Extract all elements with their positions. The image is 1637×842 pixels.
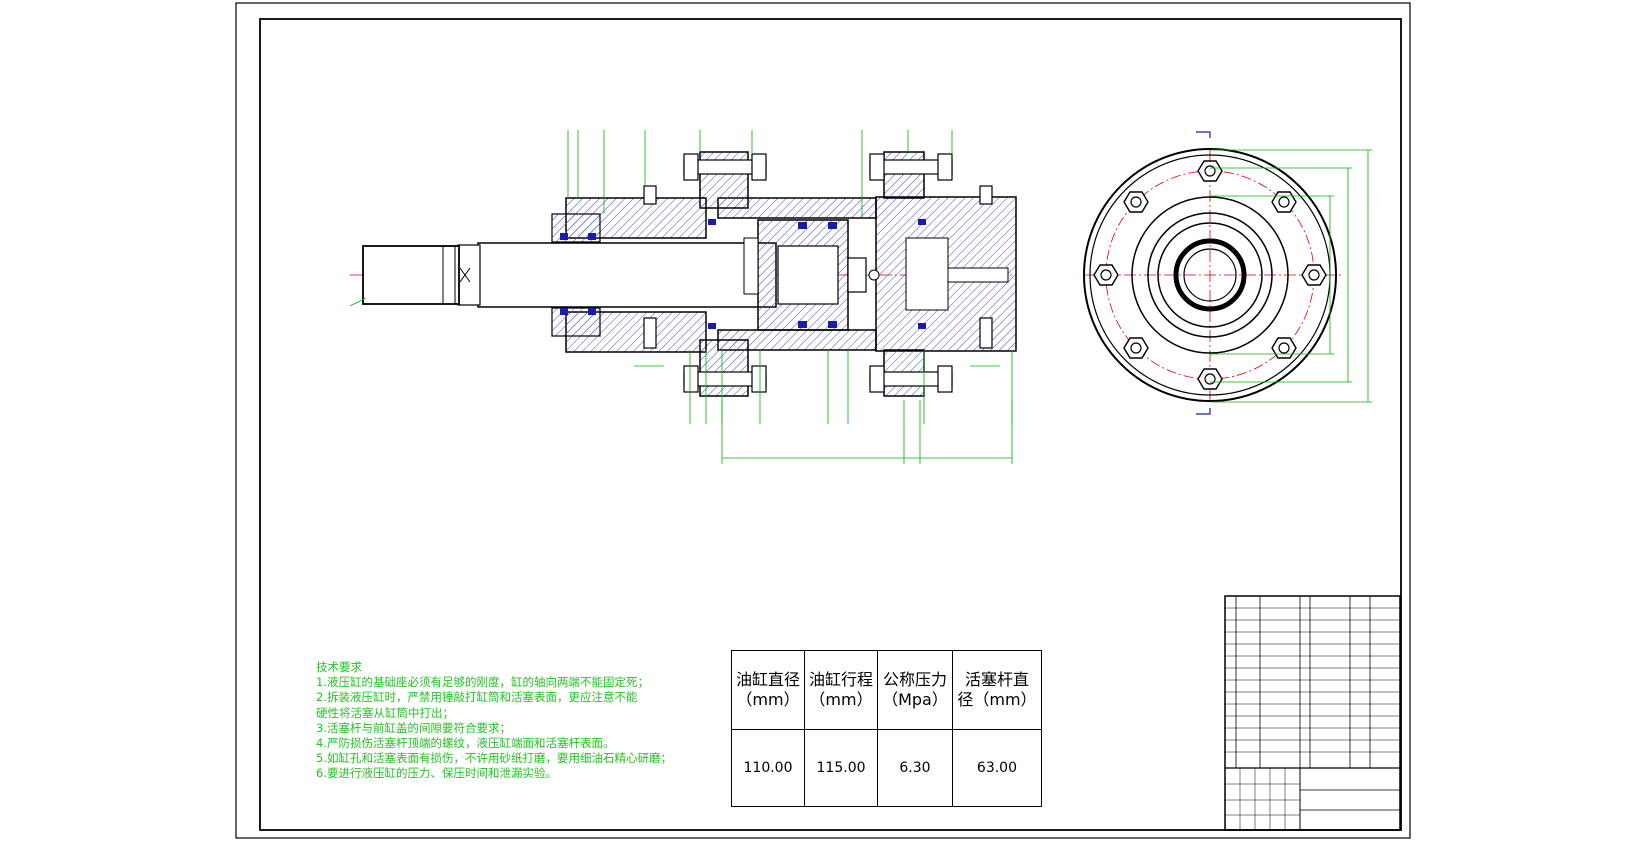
spec-value-cell: 115.00 <box>804 729 879 807</box>
spec-value-cell: 63.00 <box>951 729 1043 807</box>
spec-header-row: 油缸直径（mm） 油缸行程（mm） 公称压力（Mpa） 活塞杆直径（mm） <box>730 650 1043 730</box>
note-line: 2.拆装液压缸时，严禁用锤敲打缸筒和活塞表面，更应注意不能 <box>316 690 638 705</box>
spec-header-cell: 油缸行程（mm） <box>804 650 879 730</box>
side-view <box>1083 131 1372 415</box>
notes-title: 技术要求 <box>316 660 362 674</box>
inner-border <box>259 18 1402 831</box>
note-line: 1.液压缸的基础座必须有足够的刚度，缸的轴向两端不能固定死； <box>316 675 649 690</box>
spec-header-cell: 公称压力（Mpa） <box>877 650 953 730</box>
note-line: 6.要进行液压缸的压力、保压时间和泄漏实验。 <box>316 766 557 781</box>
note-line: 4.严防损伤活塞杆顶端的螺纹，液压缸端面和活塞杆表面。 <box>316 736 615 751</box>
rear-flange <box>883 151 925 199</box>
spec-header-cell: 活塞杆直径（mm） <box>951 650 1043 730</box>
section-view <box>349 130 1017 464</box>
rod-end <box>362 245 460 305</box>
spec-value-cell: 6.30 <box>877 729 953 807</box>
spec-table: 油缸直径（mm） 油缸行程（mm） 公称压力（Mpa） 活塞杆直径（mm） 11… <box>730 650 1043 807</box>
piston-rod <box>477 242 777 308</box>
title-block <box>1224 595 1401 831</box>
spec-value-row: 110.00 115.00 6.30 63.00 <box>730 729 1043 807</box>
spec-value-cell: 110.00 <box>730 729 806 807</box>
technical-requirements: 技术要求 1.液压缸的基础座必须有足够的刚度，缸的轴向两端不能固定死； 2.拆装… <box>316 660 672 782</box>
note-line: 3.活塞杆与前缸盖的间隙要符合要求； <box>316 720 511 735</box>
outer-border <box>235 2 1411 839</box>
note-line: 5.如缸孔和活塞表面有损伤，不许用砂纸打磨，要用细油石精心研磨； <box>316 751 672 766</box>
note-line: 硬性将活塞从缸筒中打出； <box>316 705 454 720</box>
spec-header-cell: 油缸直径（mm） <box>730 650 806 730</box>
